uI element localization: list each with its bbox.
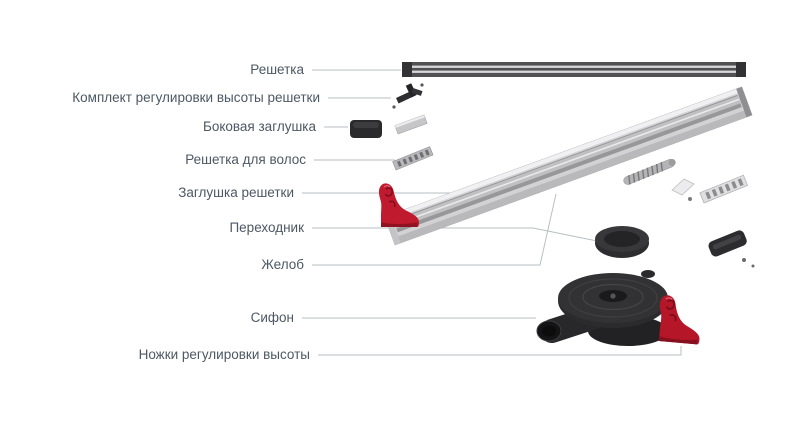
coil-screw: [623, 159, 676, 185]
channel: [384, 86, 753, 246]
label-adapter: Переходник: [229, 220, 304, 235]
leader-lines: [302, 69, 682, 356]
grate-plug: [671, 178, 695, 201]
hair-grate: [392, 146, 434, 171]
label-siphon: Сифон: [250, 310, 294, 325]
label-adjustment-feet: Ножки регулировки высоты: [138, 347, 310, 362]
mini-grate-strip: [699, 174, 749, 204]
label-channel: Желоб: [261, 257, 304, 272]
label-grate-plug: Заглушка решетки: [178, 185, 294, 200]
end-clip: [708, 230, 755, 268]
height-adjustment-foot: [658, 295, 700, 345]
grate-bar: [402, 62, 746, 77]
leader-feet: [318, 346, 682, 356]
leader-channel: [312, 193, 557, 266]
label-grate: Решетка: [250, 62, 304, 77]
red-foot-left: [378, 183, 419, 227]
height-adjustment-kit: [392, 83, 424, 109]
label-hair-grate: Решетка для волос: [185, 152, 306, 167]
adapter: [595, 226, 649, 258]
leader-adapter: [312, 227, 598, 242]
strip-end-piece: [394, 114, 428, 135]
label-side-plug: Боковая заглушка: [202, 119, 316, 134]
siphon: [536, 270, 668, 346]
label-adjustment-kit: Комплект регулировки высоты решетки: [72, 90, 320, 105]
side-plug: [350, 120, 382, 138]
